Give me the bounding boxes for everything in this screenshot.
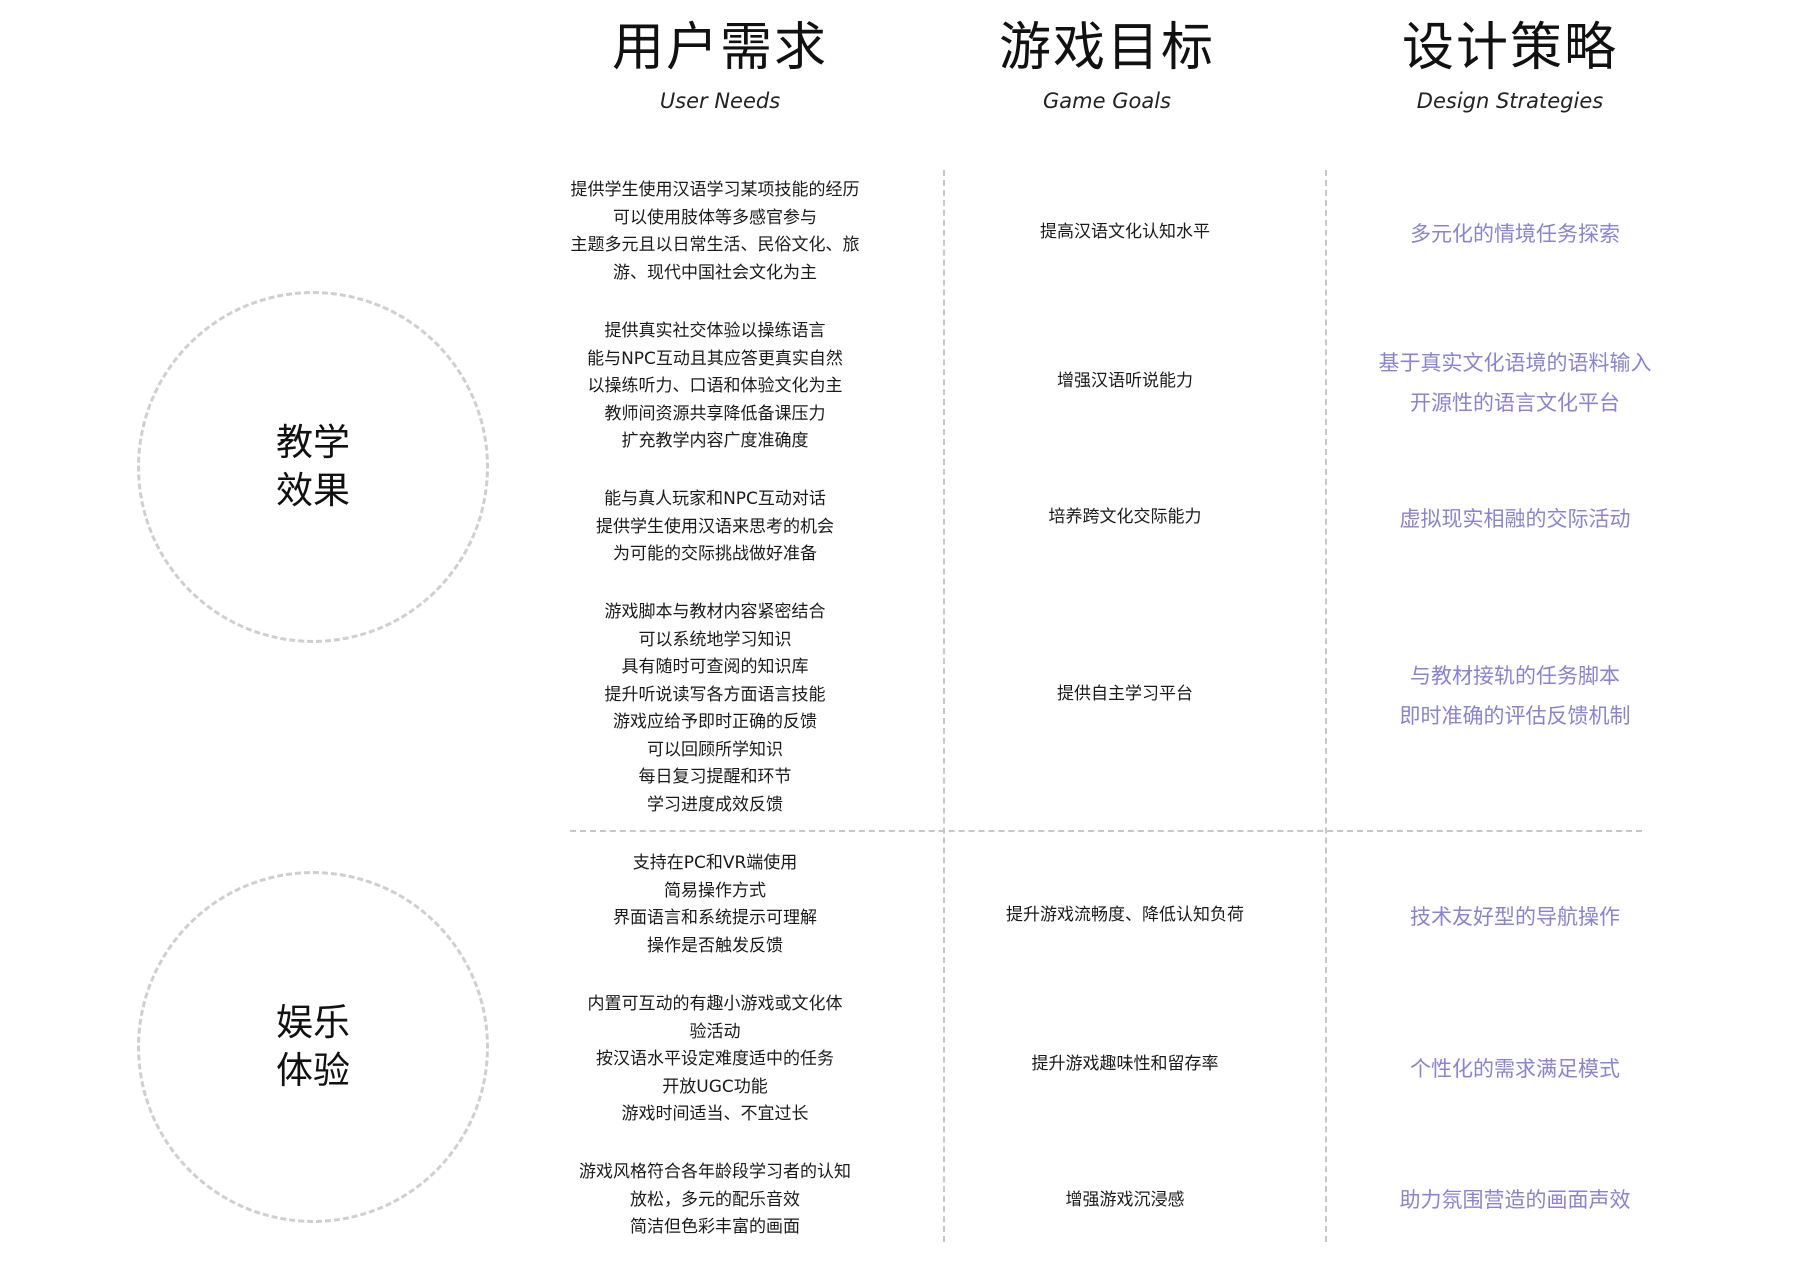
need-line: 游戏脚本与教材内容紧密结合 [604, 602, 826, 622]
need-line: 可以使用肢体等多感官参与 [613, 207, 817, 228]
header-user-needs: 用户需求 User Needs [540, 10, 900, 114]
game-goal: 提高汉语文化认知水平 [1040, 222, 1210, 242]
section-divider [570, 830, 1642, 832]
need-line: 具有随时可查阅的知识库 [621, 657, 809, 677]
need-line: 可以系统地学习知识 [638, 629, 792, 650]
column-title: 用户需求 [611, 18, 828, 78]
design-strategy: 多元化的情境任务探索 [1335, 214, 1695, 254]
design-strategy: 虚拟现实相融的交际活动 [1335, 499, 1695, 539]
column-divider [1325, 170, 1327, 1242]
need-line: 界面语言和系统提示可理解 [613, 908, 817, 928]
user-needs-group: 能与真人玩家和NPC互动对话 提供学生使用汉语来思考的机会 为可能的交际挑战做好… [555, 486, 875, 569]
need-line: 开放UGC功能 [662, 1076, 768, 1097]
strategy-line: 即时准确的评估反馈机制 [1399, 704, 1631, 728]
user-needs-group: 支持在PC和VR端使用 简易操作方式 界面语言和系统提示可理解 操作是否触发反馈 [555, 850, 875, 960]
need-line: 扩充教学内容广度准确度 [621, 431, 809, 451]
strategy-line: 技术友好型的导航操作 [1410, 905, 1620, 929]
game-goal: 增强汉语听说能力 [1057, 371, 1193, 391]
section-circle-entertainment: 娱乐体验 [137, 871, 489, 1223]
need-line: 提升听说读写各方面语言技能 [604, 684, 826, 705]
strategy-line: 虚拟现实相融的交际活动 [1399, 507, 1631, 531]
strategy-line: 个性化的需求满足模式 [1410, 1057, 1620, 1081]
section-label: 娱乐体验 [276, 1001, 350, 1092]
need-line: 主题多元且以日常生活、民俗文化、旅 [570, 235, 860, 255]
need-line: 每日复习提醒和环节 [638, 767, 792, 787]
design-strategy: 助力氛围营造的画面声效 [1335, 1180, 1695, 1220]
need-line: 游戏风格符合各年龄段学习者的认知 [579, 1162, 851, 1182]
user-needs-group: 内置可互动的有趣小游戏或文化体 验活动 按汉语水平设定难度适中的任务 开放UGC… [555, 991, 875, 1129]
strategy-line: 开源性的语言文化平台 [1410, 391, 1620, 415]
need-line: 简洁但色彩丰富的画面 [630, 1217, 800, 1237]
column-title: 游戏目标 [998, 18, 1215, 78]
column-subtitle: Design Strategies [1416, 89, 1604, 113]
need-line: 操作是否触发反馈 [647, 935, 783, 956]
need-line: 教师间资源共享降低备课压力 [604, 403, 826, 424]
column-divider [943, 170, 945, 1242]
user-needs-group: 提供真实社交体验以操练语言 能与NPC互动且其应答更真实自然 以操练听力、口语和… [555, 318, 875, 456]
game-goal: 增强游戏沉浸感 [1065, 1190, 1185, 1210]
need-line: 以操练听力、口语和体验文化为主 [587, 376, 843, 396]
strategy-line: 助力氛围营造的画面声效 [1399, 1188, 1631, 1212]
need-line: 为可能的交际挑战做好准备 [613, 544, 817, 564]
user-needs-group: 提供学生使用汉语学习某项技能的经历 可以使用肢体等多感官参与 主题多元且以日常生… [555, 177, 875, 287]
design-strategy: 技术友好型的导航操作 [1335, 897, 1695, 937]
section-label: 教学效果 [276, 421, 350, 512]
header-game-goals: 游戏目标 Game Goals [927, 10, 1287, 114]
need-line: 内置可互动的有趣小游戏或文化体 [587, 994, 843, 1014]
design-strategy: 基于真实文化语境的语料输入 开源性的语言文化平台 [1335, 343, 1695, 423]
need-line: 验活动 [689, 1021, 741, 1042]
need-line: 提供学生使用汉语来思考的机会 [596, 516, 834, 537]
strategy-line: 与教材接轨的任务脚本 [1410, 664, 1620, 688]
need-line: 放松，多元的配乐音效 [630, 1189, 800, 1210]
user-needs-group: 游戏风格符合各年龄段学习者的认知 放松，多元的配乐音效 简洁但色彩丰富的画面 [555, 1159, 875, 1242]
need-line: 可以回顾所学知识 [647, 739, 783, 760]
need-line: 能与真人玩家和NPC互动对话 [604, 489, 826, 509]
design-strategy: 与教材接轨的任务脚本 即时准确的评估反馈机制 [1335, 656, 1695, 736]
need-line: 能与NPC互动且其应答更真实自然 [587, 348, 843, 369]
need-line: 按汉语水平设定难度适中的任务 [596, 1049, 834, 1069]
need-line: 支持在PC和VR端使用 [632, 853, 798, 873]
need-line: 提供真实社交体验以操练语言 [604, 321, 826, 341]
game-goal: 提升游戏流畅度、降低认知负荷 [1006, 905, 1244, 925]
need-line: 游戏时间适当、不宜过长 [621, 1104, 809, 1124]
column-subtitle: User Needs [659, 89, 781, 113]
header-design-strategies: 设计策略 Design Strategies [1330, 10, 1690, 114]
need-line: 游、现代中国社会文化为主 [613, 262, 817, 283]
need-line: 学习进度成效反馈 [647, 794, 783, 815]
column-title: 设计策略 [1401, 18, 1618, 78]
game-goal: 提升游戏趣味性和留存率 [1031, 1054, 1219, 1074]
need-line: 简易操作方式 [664, 880, 766, 901]
section-circle-teaching: 教学效果 [137, 291, 489, 643]
user-needs-group: 游戏脚本与教材内容紧密结合 可以系统地学习知识 具有随时可查阅的知识库 提升听说… [555, 599, 875, 819]
game-goal: 培养跨文化交际能力 [1048, 507, 1202, 527]
strategy-line: 多元化的情境任务探索 [1410, 222, 1620, 246]
need-line: 游戏应给予即时正确的反馈 [613, 712, 817, 732]
strategy-line: 基于真实文化语境的语料输入 [1378, 351, 1652, 375]
design-strategy: 个性化的需求满足模式 [1335, 1049, 1695, 1089]
column-subtitle: Game Goals [1043, 89, 1171, 113]
game-goal: 提供自主学习平台 [1057, 684, 1193, 704]
need-line: 提供学生使用汉语学习某项技能的经历 [570, 180, 860, 200]
